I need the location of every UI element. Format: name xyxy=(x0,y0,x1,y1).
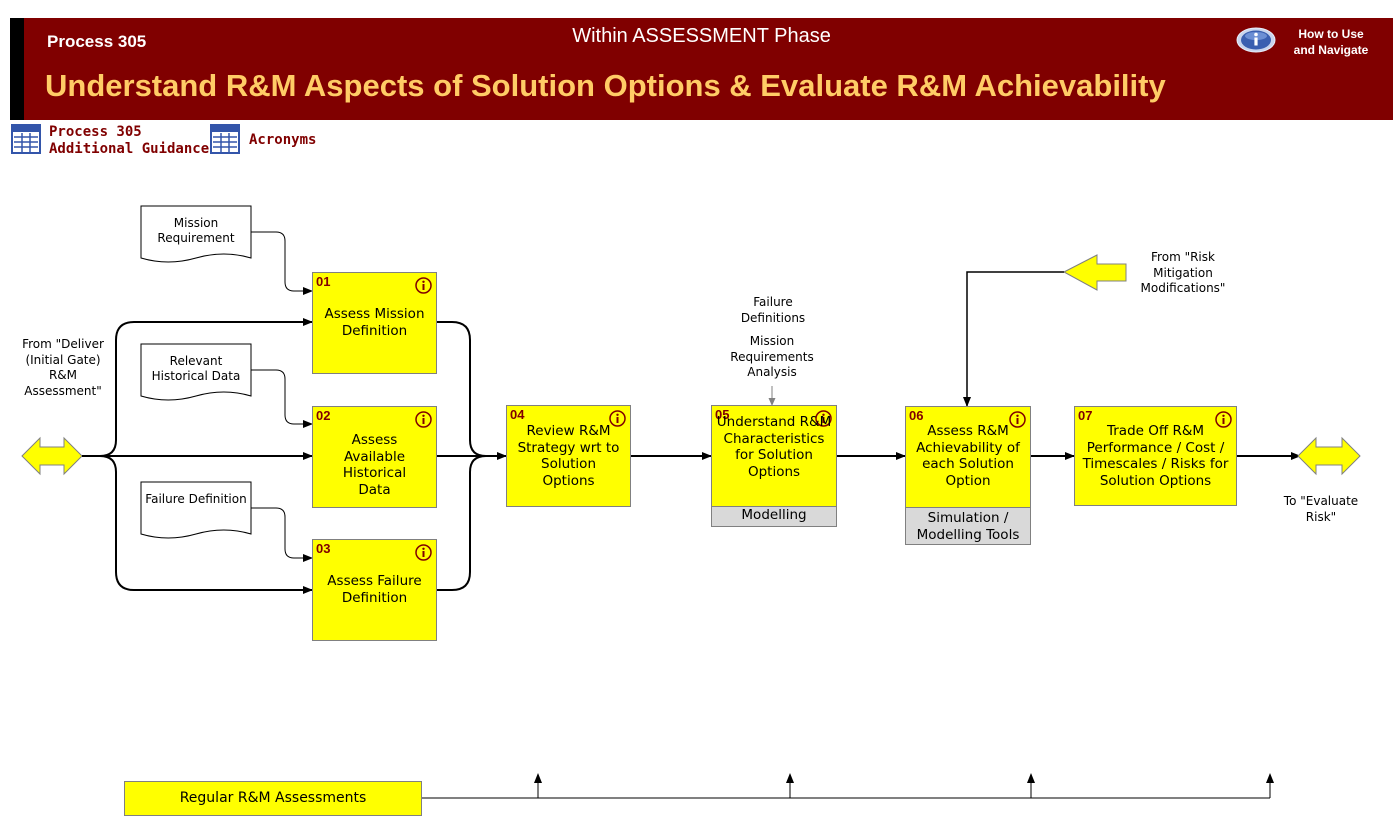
info-icon[interactable] xyxy=(415,277,432,294)
step-05[interactable]: 05 Understand R&M Characteristics for So… xyxy=(711,405,837,507)
failure-definitions-label: Failure Definitions xyxy=(740,295,806,325)
step-number: 02 xyxy=(316,408,331,423)
step-number: 03 xyxy=(316,541,331,556)
from-risk-label: From "Risk Mitigation Modifications" xyxy=(1140,250,1226,295)
from-deliver-label: From "Deliver (Initial Gate) R&M Assessm… xyxy=(22,337,104,398)
document-shape xyxy=(140,343,252,401)
info-icon[interactable] xyxy=(609,410,626,427)
step-04[interactable]: 04 Review R&M Strategy wrt to Solution O… xyxy=(506,405,631,507)
header-banner: Process 305 Within ASSESSMENT Phase Unde… xyxy=(10,18,1393,120)
step-06[interactable]: 06 Assess R&M Achievability of each Solu… xyxy=(905,406,1031,508)
input-historical-data: Relevant Historical Data xyxy=(151,354,241,383)
tool-simulation: Simulation / Modelling Tools xyxy=(905,507,1031,545)
table-icon[interactable] xyxy=(210,124,240,154)
step-label: Trade Off R&M Performance / Cost / Times… xyxy=(1082,423,1229,489)
step-number: 01 xyxy=(316,274,331,289)
info-icon[interactable] xyxy=(415,411,432,428)
step-03[interactable]: 03 Assess Failure Definition xyxy=(312,539,437,641)
input-mission-requirement: Mission Requirement xyxy=(157,216,235,245)
process-label: Process 305 xyxy=(47,32,147,51)
to-evaluate-risk-arrow xyxy=(1297,436,1361,476)
step-number: 06 xyxy=(909,408,924,423)
to-evaluate-risk-label: To "Evaluate Risk" xyxy=(1283,494,1359,524)
info-icon[interactable] xyxy=(815,410,832,427)
header-left-strip xyxy=(10,18,24,120)
step-number: 07 xyxy=(1078,408,1093,423)
step-number: 05 xyxy=(715,407,730,422)
info-icon[interactable] xyxy=(1215,411,1232,428)
document-shape xyxy=(140,205,252,263)
step-label: Assess Failure Definition xyxy=(327,573,422,606)
regular-assessments-box[interactable]: Regular R&M Assessments xyxy=(124,781,422,816)
info-icon[interactable] xyxy=(1236,27,1276,53)
step-label: Assess Mission Definition xyxy=(324,306,425,339)
step-01[interactable]: 01 Assess Mission Definition xyxy=(312,272,437,374)
step-number: 04 xyxy=(510,407,525,422)
step-label: Assess R&M Achievability of each Solutio… xyxy=(916,423,1020,489)
info-icon[interactable] xyxy=(415,544,432,561)
input-failure-definition: Failure Definition xyxy=(145,492,247,506)
from-risk-arrow xyxy=(1062,254,1127,291)
how-to-use-link[interactable]: How to Use and Navigate xyxy=(1293,27,1369,57)
mission-requirements-analysis-label: Mission Requirements Analysis xyxy=(730,334,814,379)
step-07[interactable]: 07 Trade Off R&M Performance / Cost / Ti… xyxy=(1074,406,1237,506)
step-02[interactable]: 02 Assess Available Historical Data xyxy=(312,406,437,508)
phase-label: Within ASSESSMENT Phase xyxy=(572,25,831,47)
step-label: Assess Available Historical Data xyxy=(342,432,407,498)
table-icon[interactable] xyxy=(11,124,41,154)
step-label: Review R&M Strategy wrt to Solution Opti… xyxy=(517,423,620,489)
document-shape xyxy=(140,481,252,539)
from-deliver-arrow xyxy=(21,436,83,476)
additional-guidance-link[interactable]: Process 305 Additional Guidance xyxy=(49,124,210,157)
step-label: Understand R&M Characteristics for Solut… xyxy=(716,414,832,480)
page-title: Understand R&M Aspects of Solution Optio… xyxy=(45,68,1166,103)
tool-modelling: Modelling xyxy=(711,506,837,527)
info-icon[interactable] xyxy=(1009,411,1026,428)
acronyms-link[interactable]: Acronyms xyxy=(249,132,317,148)
